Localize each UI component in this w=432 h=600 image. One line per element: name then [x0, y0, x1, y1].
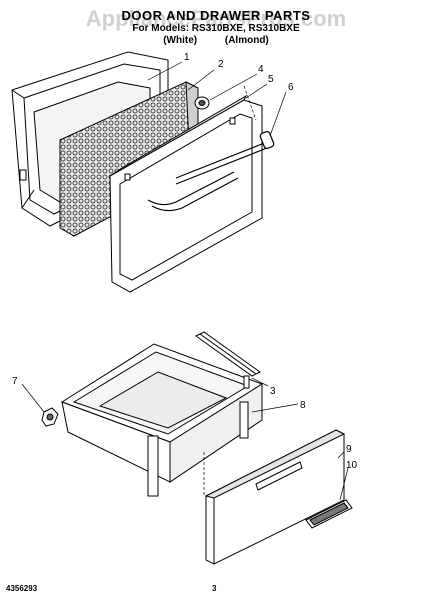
- part-drawer-handle: [305, 499, 353, 529]
- part-door-handle: [175, 131, 275, 185]
- callout-6: 6: [288, 82, 294, 93]
- callout-3: 3: [270, 386, 276, 397]
- model-line: For Models: RS310BXE, RS310BXE: [132, 23, 300, 34]
- leader-lines: [21, 61, 349, 501]
- callout-9: 9: [346, 444, 352, 455]
- callout-8: 8: [300, 400, 306, 411]
- diagram-title: DOOR AND DRAWER PARTS: [121, 8, 311, 23]
- callout-7: 7: [12, 376, 18, 387]
- part-drawer-front: [204, 429, 346, 565]
- callout-4: 4: [258, 64, 264, 75]
- part-clip: [194, 96, 210, 110]
- callout-labels: 1 2 4 5 6 3 8 7 9 10: [12, 52, 358, 471]
- callout-1: 1: [184, 52, 190, 63]
- part-drawer-body: [60, 343, 264, 497]
- color-line: (White) (Almond): [163, 35, 269, 46]
- part-outer-door: [109, 94, 263, 293]
- callout-5: 5: [268, 74, 274, 85]
- part-drawer-glide: [41, 407, 59, 427]
- callout-10: 10: [346, 460, 358, 471]
- callout-2: 2: [218, 59, 224, 70]
- part-slide-rail: [195, 331, 261, 377]
- page-number: 3: [212, 584, 217, 593]
- document-number: 4356293: [6, 584, 38, 593]
